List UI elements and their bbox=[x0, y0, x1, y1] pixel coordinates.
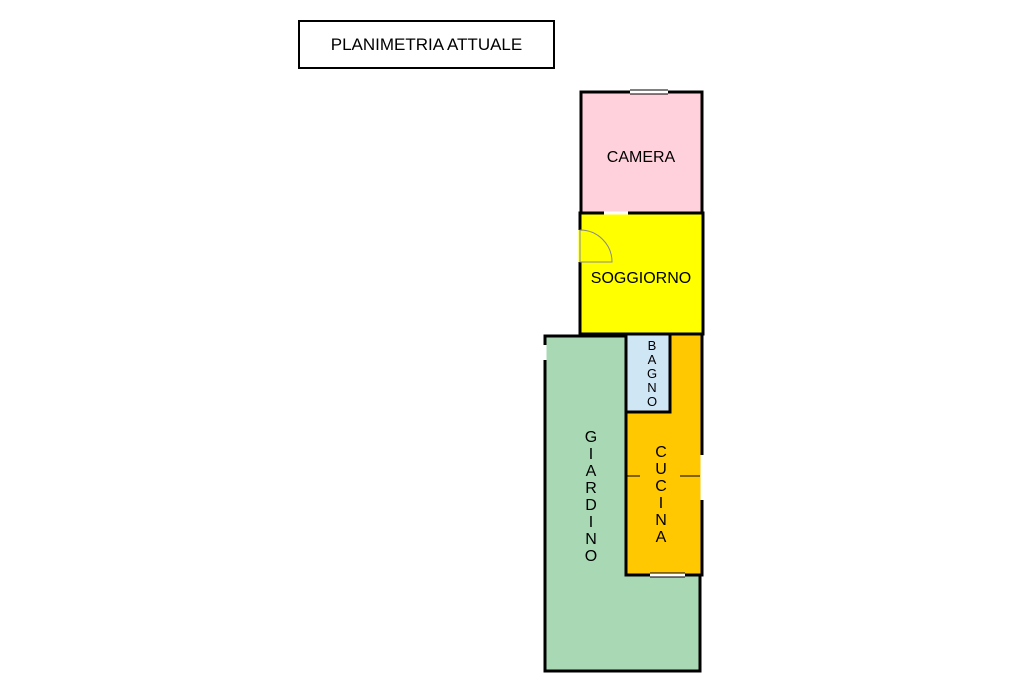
window-ticks bbox=[626, 89, 700, 578]
label-soggiorno: SOGGIORNO bbox=[591, 270, 691, 287]
window-marks bbox=[543, 90, 704, 577]
label-camera: CAMERA bbox=[607, 149, 676, 166]
room-bagno[interactable] bbox=[624, 332, 672, 414]
plan-title: PLANIMETRIA ATTUALE bbox=[298, 20, 555, 69]
room-soggiorno[interactable] bbox=[578, 211, 705, 336]
door-swing bbox=[578, 229, 613, 263]
